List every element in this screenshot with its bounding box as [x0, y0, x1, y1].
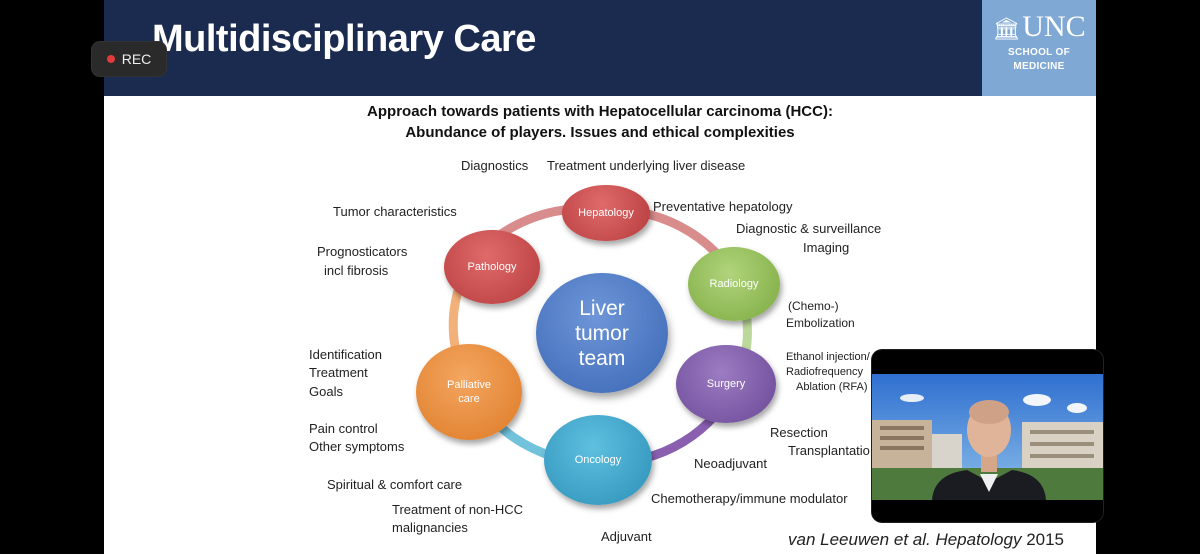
logo-wordmark: UNC: [1022, 10, 1086, 43]
recording-indicator: REC: [92, 42, 166, 76]
slide-subtitle-line2: Abundance of players. Issues and ethical…: [405, 124, 795, 141]
label-diag-surveillance: Diagnostic & surveillance: [736, 221, 882, 236]
label-non-hcc-line2: malignancies: [392, 520, 468, 535]
label-goals: Goals: [309, 384, 343, 399]
label-incl-fibrosis: incl fibrosis: [324, 263, 389, 278]
node-radiology: Radiology: [688, 247, 780, 321]
label-resection: Resection: [770, 425, 828, 440]
slide-title: Multidisciplinary Care: [152, 18, 536, 60]
speaker-video-feed: [872, 350, 1103, 522]
label-chemo: (Chemo-): [788, 299, 839, 313]
node-surgery: Surgery: [676, 345, 776, 423]
label-preventative: Preventative hepatology: [653, 199, 793, 214]
label-neoadjuvant: Neoadjuvant: [694, 456, 767, 471]
label-diagnostics: Diagnostics: [461, 158, 529, 173]
presentation-slide: Multidisciplinary Care 🏛UNC SCHOOL OF ME…: [104, 0, 1096, 554]
label-prognosticators: Prognosticators: [317, 244, 408, 259]
recording-label: REC: [121, 51, 152, 67]
unc-logo: 🏛UNC SCHOOL OF MEDICINE: [982, 0, 1096, 96]
label-treatment-liver: Treatment underlying liver disease: [547, 158, 746, 173]
slide-subtitle-line1: Approach towards patients with Hepatocel…: [367, 103, 833, 120]
label-adjuvant: Adjuvant: [601, 529, 652, 544]
label-ethanol: Ethanol injection/: [786, 351, 870, 363]
node-oncology: Oncology: [544, 415, 652, 505]
record-dot-icon: [106, 55, 115, 63]
label-embolization: Embolization: [786, 316, 855, 330]
label-imaging: Imaging: [803, 240, 850, 255]
label-tumor-characteristics: Tumor characteristics: [333, 204, 457, 219]
center-node-liver-tumor-team: Liver tumor team: [536, 273, 668, 393]
label-other-symptoms: Other symptoms: [309, 439, 405, 454]
speaker-video-thumbnail[interactable]: [872, 350, 1103, 522]
citation: van Leeuwen et al. Hepatology 2015: [788, 530, 1065, 549]
label-spiritual: Spiritual & comfort care: [327, 477, 463, 492]
label-identification: Identification: [309, 347, 382, 362]
node-hepatology: Hepatology: [562, 185, 650, 241]
logo-line1: SCHOOL OF: [1008, 47, 1070, 58]
label-pain-control: Pain control: [309, 421, 378, 436]
slide-header: Multidisciplinary Care 🏛UNC SCHOOL OF ME…: [104, 0, 1096, 96]
label-treatment: Treatment: [309, 365, 368, 380]
node-pathology: Pathology: [444, 230, 540, 304]
label-ablation: Ablation (RFA): [796, 381, 868, 393]
old-well-icon: 🏛: [992, 16, 1021, 41]
label-non-hcc-line1: Treatment of non-HCC: [392, 502, 524, 517]
label-transplantation: Transplantatio: [788, 443, 870, 458]
label-chemo-immune: Chemotherapy/immune modulator: [651, 491, 848, 506]
label-radiofrequency: Radiofrequency: [786, 366, 864, 378]
logo-line2: MEDICINE: [1013, 61, 1065, 72]
